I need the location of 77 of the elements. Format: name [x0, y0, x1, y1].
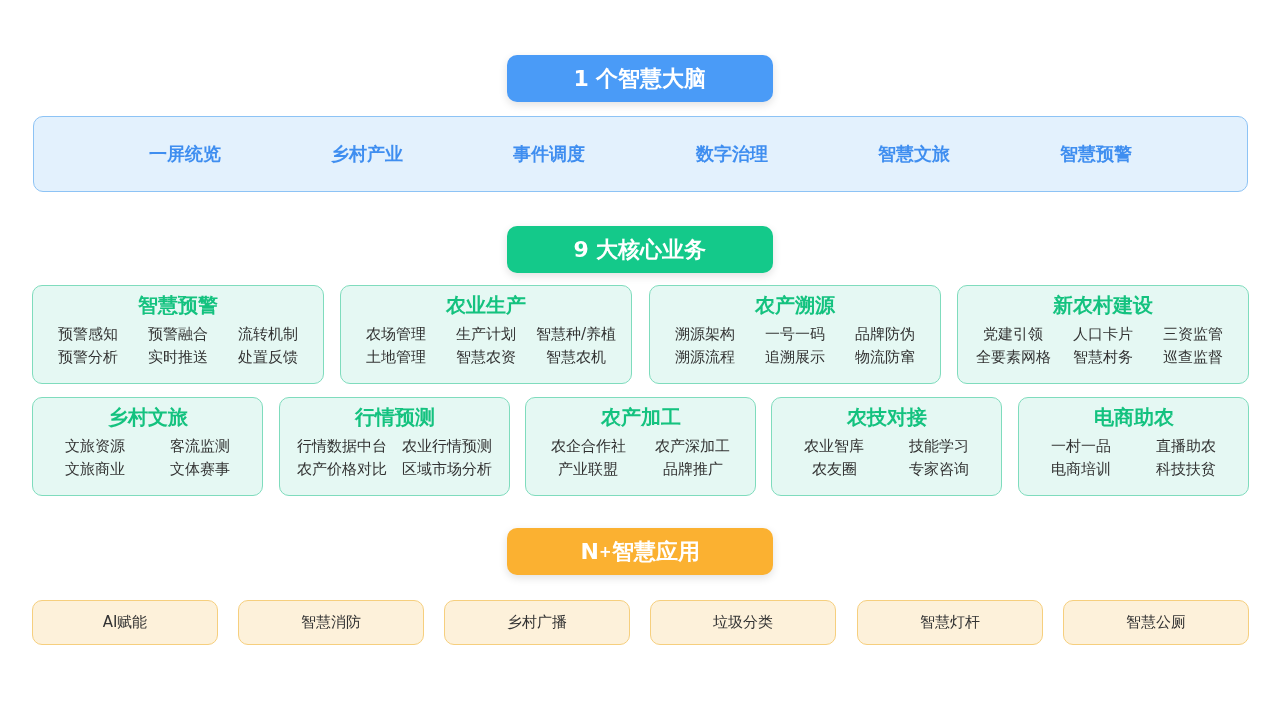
application-tile: 垃圾分类: [650, 600, 836, 645]
feature-label: 农业智库: [804, 437, 865, 456]
card-title: 农产加工: [600, 404, 681, 431]
business-card: [771, 397, 1002, 496]
feature-label: 处置反馈: [238, 348, 298, 367]
module-label: 智慧文旅: [877, 142, 950, 166]
feature-label: 一村一品: [1051, 437, 1112, 456]
feature-label: 品牌推广: [662, 460, 723, 479]
feature-label: 三资监管: [1163, 325, 1223, 344]
business-card: [525, 397, 756, 496]
feature-label: 直播助农: [1155, 437, 1216, 456]
feature-label: 智慧农机: [546, 348, 606, 367]
module-label: 事件调度: [513, 142, 586, 166]
module-label: 智慧预警: [1059, 142, 1132, 166]
feature-label: 巡查监督: [1163, 348, 1223, 367]
feature-label: 生产计划: [456, 325, 516, 344]
feature-label: 智慧农资: [456, 348, 516, 367]
business-card: [957, 285, 1249, 384]
card-title: 农业生产: [446, 292, 526, 319]
feature-label: 预警感知: [58, 325, 118, 344]
feature-label: 客流监测: [169, 437, 230, 456]
feature-label: 预警融合: [148, 325, 208, 344]
feature-label: 一号一码: [765, 325, 825, 344]
section-header: 9 大核心业务: [507, 226, 773, 273]
feature-label: 行情数据中台: [297, 437, 388, 456]
feature-label: 全要素网格: [975, 348, 1051, 367]
feature-label: 追溯展示: [765, 348, 825, 367]
feature-label: 预警分析: [58, 348, 118, 367]
feature-label: 实时推送: [148, 348, 208, 367]
application-tile: 智慧消防: [238, 600, 424, 645]
feature-label: 专家咨询: [908, 460, 969, 479]
application-tile: 智慧公厕: [1063, 600, 1249, 645]
application-tile: 智慧灯杆: [857, 600, 1043, 645]
card-title: 电商助农: [1093, 404, 1174, 431]
feature-label: 农企合作社: [550, 437, 626, 456]
feature-label: 农产价格对比: [297, 460, 388, 479]
business-card: [32, 285, 324, 384]
feature-label: 产业联盟: [558, 460, 619, 479]
section-header: 1 个智慧大脑: [507, 55, 773, 102]
card-title: 农技对接: [846, 404, 927, 431]
module-label: 一屏统览: [149, 142, 222, 166]
feature-label: 溯源流程: [675, 348, 735, 367]
feature-label: 土地管理: [366, 348, 426, 367]
feature-label: 科技扶贫: [1155, 460, 1216, 479]
feature-label: 文旅资源: [65, 437, 126, 456]
business-card: [1018, 397, 1249, 496]
module-panel: [33, 116, 1248, 192]
feature-label: 溯源架构: [675, 325, 735, 344]
module-label: 乡村产业: [331, 142, 404, 166]
feature-label: 智慧种/养植: [535, 325, 617, 344]
business-card: [340, 285, 632, 384]
feature-label: 农场管理: [366, 325, 426, 344]
card-title: 新农村建设: [1053, 292, 1153, 319]
card-title: 乡村文旅: [107, 404, 188, 431]
application-tile: AI赋能: [32, 600, 218, 645]
card-title: 农产溯源: [755, 292, 835, 319]
feature-label: 文体赛事: [169, 460, 230, 479]
feature-label: 流转机制: [238, 325, 298, 344]
feature-label: 文旅商业: [65, 460, 126, 479]
card-title: 智慧预警: [138, 292, 218, 319]
card-title: 行情预测: [354, 404, 435, 431]
feature-label: 农友圈: [811, 460, 857, 479]
feature-label: 物流防窜: [855, 348, 915, 367]
module-label: 数字治理: [695, 142, 768, 166]
feature-label: 人口卡片: [1073, 325, 1133, 344]
business-card: [279, 397, 510, 496]
feature-label: 农产深加工: [655, 437, 731, 456]
feature-label: 技能学习: [908, 437, 969, 456]
feature-label: 区域市场分析: [401, 460, 492, 479]
business-card: [32, 397, 263, 496]
feature-label: 党建引领: [983, 325, 1043, 344]
business-card: [649, 285, 941, 384]
feature-label: 电商培训: [1051, 460, 1112, 479]
application-tile: 乡村广播: [444, 600, 630, 645]
feature-label: 品牌防伪: [855, 325, 915, 344]
feature-label: 智慧村务: [1073, 348, 1133, 367]
feature-label: 农业行情预测: [401, 437, 492, 456]
